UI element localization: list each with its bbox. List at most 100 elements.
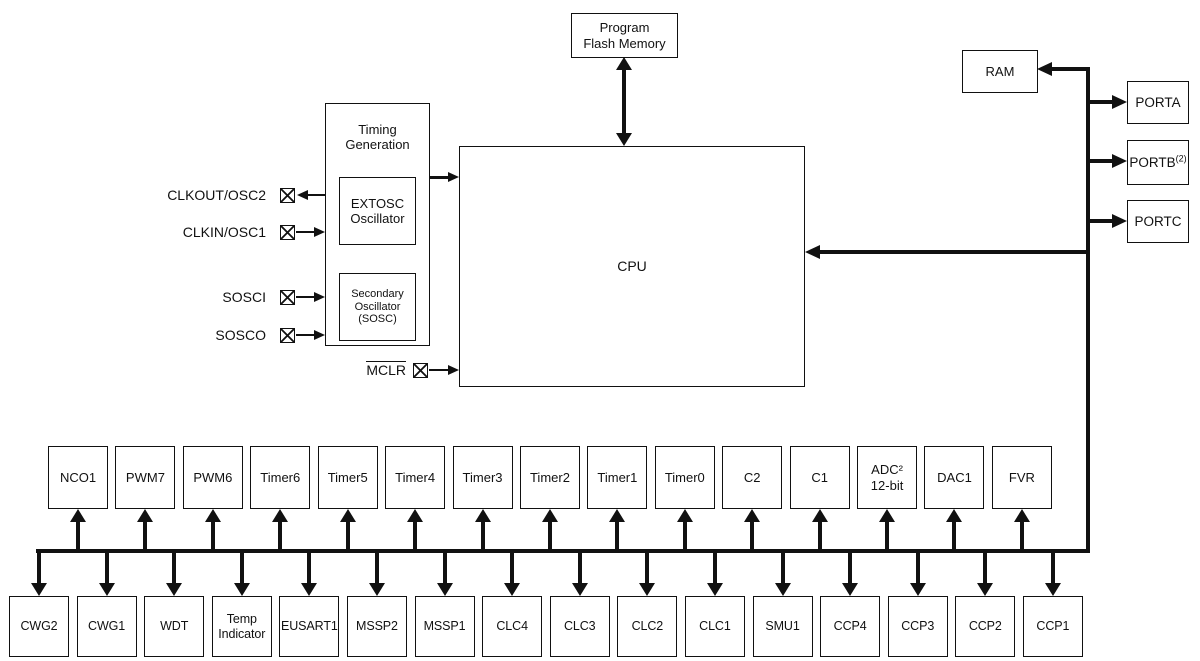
bus-down-arrow [31,553,47,596]
arrow-head [31,583,47,596]
peripheral-bus-line [36,549,1090,553]
arrow-head [1013,509,1030,522]
arrow-head [541,509,558,522]
peripheral-box: Timer4 [385,446,446,509]
peripheral-box: CCP3 [887,596,948,657]
peripheral-label: Timer3 [462,469,503,485]
arrow-line [278,522,283,549]
arrow-head [842,583,859,596]
peripheral-cell: CLC1 [684,553,745,657]
bus-down-arrow [774,553,791,596]
bus-down-arrow [977,553,994,596]
peripheral-label: MSSP2 [356,619,398,634]
bus-up-arrow [407,509,424,549]
peripheral-box: C1 [789,446,850,509]
peripheral-label: PWM7 [125,469,165,485]
peripheral-cell: CCP3 [887,553,948,657]
peripheral-cell: CCP1 [1022,553,1083,657]
arrow-line [547,522,552,549]
program-flash-memory-box: Program Flash Memory [571,13,678,58]
peripheral-cell: Timer6 [250,446,311,549]
peripheral-cell: MSSP2 [346,553,407,657]
program-flash-memory-label: Program Flash Memory [583,20,666,51]
peripheral-box: CCP2 [955,596,1016,657]
bus-down-arrow [504,553,521,596]
peripheral-label: CLC2 [631,619,664,634]
arrow-head [137,509,154,522]
clkout-osc2-pin-icon [280,188,295,203]
arrow-line [780,553,785,583]
bus-portc-arrow-head [1112,214,1127,228]
arrow-line [682,522,687,549]
flash-cpu-arrow-line [622,69,626,134]
bus-down-arrow [98,553,115,596]
peripheral-row-bottom: CWG2 CWG1 WDT [9,553,1083,657]
arrow-head [368,583,385,596]
bus-up-arrow [137,509,154,549]
peripheral-box: EUSART1 [279,596,340,657]
arrow-line [143,522,148,549]
bus-up-arrow [1013,509,1030,549]
arrow-head [879,509,896,522]
secondary-oscillator-box: Secondary Oscillator (SOSC) [339,273,416,341]
arrow-line [885,522,890,549]
arrow-line [817,522,822,549]
peripheral-box: CCP1 [1022,596,1083,657]
peripheral-cell: CWG1 [76,553,137,657]
sosco-label: SOSCO [215,327,266,343]
arrow-line [952,522,957,549]
arrow-line [645,553,650,583]
ram-label: RAM [985,63,1015,79]
clkout-osc2-label: CLKOUT/OSC2 [167,187,266,203]
peripheral-label: CLC4 [496,619,528,634]
portc-box: PORTC [1127,200,1189,243]
arrow-head [744,509,761,522]
peripheral-row-top: NCO1 PWM7 PWM6 [48,446,1052,549]
peripheral-cell: FVR [991,446,1052,549]
sosci-arrow-head [314,292,325,302]
peripheral-box: Timer3 [452,446,513,509]
ram-box: RAM [962,50,1038,93]
bus-portb-arrow-line [1090,159,1112,163]
peripheral-cell: CLC2 [617,553,678,657]
right-bus-line [1086,67,1090,553]
bus-down-arrow [706,553,723,596]
sosci-pin-icon [280,290,295,305]
arrow-line [712,553,717,583]
bus-up-arrow [339,509,356,549]
peripheral-cell: ADC² 12-bit [857,446,918,549]
bus-up-arrow [676,509,693,549]
arrow-head [571,583,588,596]
bus-down-arrow [436,553,453,596]
peripheral-label: Timer1 [597,469,638,485]
arrow-line [345,522,350,549]
bus-up-arrow [879,509,896,549]
peripheral-box: CCP4 [820,596,881,657]
arrow-line [915,553,920,583]
peripheral-cell: EUSART1 [279,553,340,657]
sosco-arrow-head [314,330,325,340]
peripheral-cell: DAC1 [924,446,985,549]
arrow-line [239,553,244,583]
arrow-head [436,583,453,596]
peripheral-label: Timer2 [529,469,570,485]
portc-label: PORTC [1134,214,1182,229]
peripheral-label: CWG1 [88,619,126,634]
arrow-line [374,553,379,583]
peripheral-box: FVR [991,446,1052,509]
peripheral-cell: PWM6 [182,446,243,549]
mclr-label: MCLR [306,361,406,378]
bus-up-arrow [272,509,289,549]
bus-down-arrow [301,553,318,596]
peripheral-label: DAC1 [937,469,972,485]
peripheral-box: Timer2 [519,446,580,509]
arrow-head [272,509,289,522]
arrow-head [639,583,656,596]
bus-down-arrow [233,553,250,596]
bus-up-arrow [541,509,558,549]
peripheral-label: CCP3 [901,619,935,634]
arrow-line [210,522,215,549]
arrow-line [104,553,109,583]
bus-cpu-arrow-line [820,250,1086,254]
